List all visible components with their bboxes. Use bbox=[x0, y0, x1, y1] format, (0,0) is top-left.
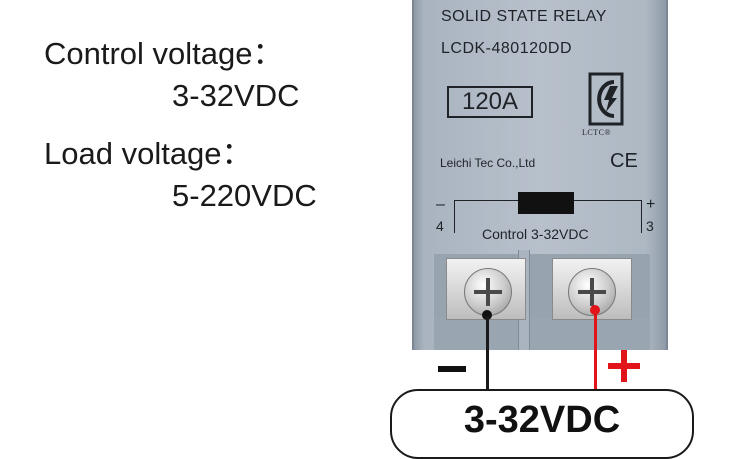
terminal-number-3: 3 bbox=[646, 218, 654, 234]
brand-logo-icon bbox=[588, 72, 624, 126]
positive-wire bbox=[594, 310, 597, 390]
control-minus-symbol: – bbox=[436, 196, 445, 213]
control-plus-symbol: + bbox=[646, 196, 656, 213]
plus-sign-icon bbox=[608, 350, 640, 382]
negative-terminal-dot bbox=[482, 310, 492, 320]
minus-sign-icon bbox=[438, 366, 466, 372]
solid-state-relay: SOLID STATE RELAY LCDK-480120DD 120A LCT… bbox=[412, 0, 668, 350]
terminal-base bbox=[434, 318, 650, 350]
screw-negative-icon bbox=[464, 268, 512, 316]
load-voltage-label: Load voltage： bbox=[44, 136, 253, 171]
relay-title: SOLID STATE RELAY bbox=[441, 8, 607, 25]
control-indicator-block bbox=[518, 192, 574, 214]
supply-voltage-box: 3-32VDC bbox=[390, 389, 694, 459]
logo-text: LCTC® bbox=[582, 128, 612, 137]
company-name: Leichi Tec Co.,Ltd bbox=[440, 156, 536, 170]
terminal-number-4: 4 bbox=[436, 218, 444, 234]
supply-voltage-label: 3-32VDC bbox=[463, 399, 621, 441]
negative-wire bbox=[486, 316, 489, 390]
load-voltage-value: 5-220VDC bbox=[172, 178, 317, 213]
relay-model: LCDK-480120DD bbox=[441, 40, 573, 57]
current-rating: 120A bbox=[447, 86, 533, 118]
control-voltage-marking: Control 3-32VDC bbox=[482, 226, 589, 242]
control-voltage-value: 3-32VDC bbox=[172, 78, 300, 113]
control-voltage-label: Control voltage： bbox=[44, 36, 284, 71]
ce-mark: CE bbox=[610, 150, 638, 172]
